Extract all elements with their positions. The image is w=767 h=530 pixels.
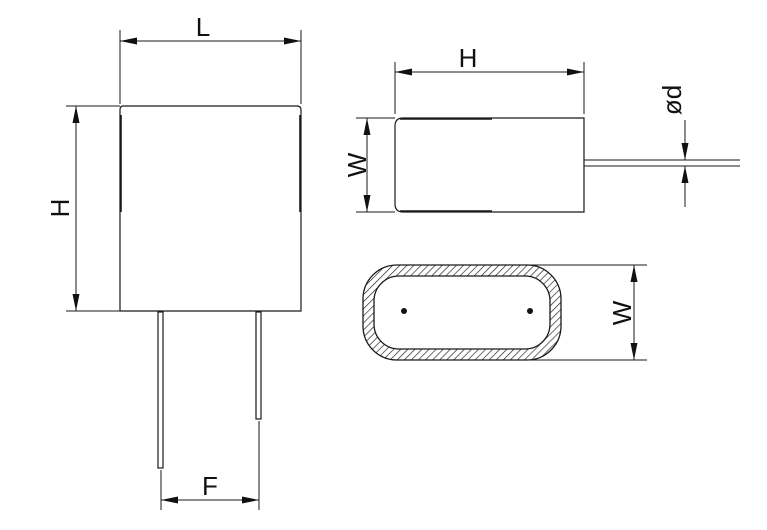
dimension-length: L: [119, 12, 302, 104]
section-core: [373, 275, 551, 350]
cross-section-view: [362, 264, 562, 361]
side-view: [394, 117, 740, 213]
front-lead-right: [255, 311, 262, 420]
dimension-diameter: ød: [586, 85, 700, 207]
label-diameter: ød: [657, 85, 687, 115]
label-length: L: [196, 12, 210, 42]
front-body: [119, 105, 302, 312]
front-lead-left: [157, 311, 164, 469]
dimension-height-side: H: [394, 43, 585, 114]
front-view: [119, 105, 302, 469]
section-lead-left: [401, 308, 407, 314]
label-height-front: H: [45, 199, 75, 218]
dimension-pitch: F: [160, 421, 260, 510]
label-width-section: W: [607, 300, 637, 325]
label-width-side: W: [342, 152, 372, 177]
dimension-width-section: W: [530, 264, 647, 361]
side-body: [394, 117, 585, 213]
dimension-width-side: W: [342, 117, 395, 213]
section-lead-right: [527, 308, 533, 314]
label-height-side: H: [459, 43, 478, 73]
dimension-height-front: H: [45, 105, 120, 312]
label-pitch: F: [202, 471, 218, 501]
